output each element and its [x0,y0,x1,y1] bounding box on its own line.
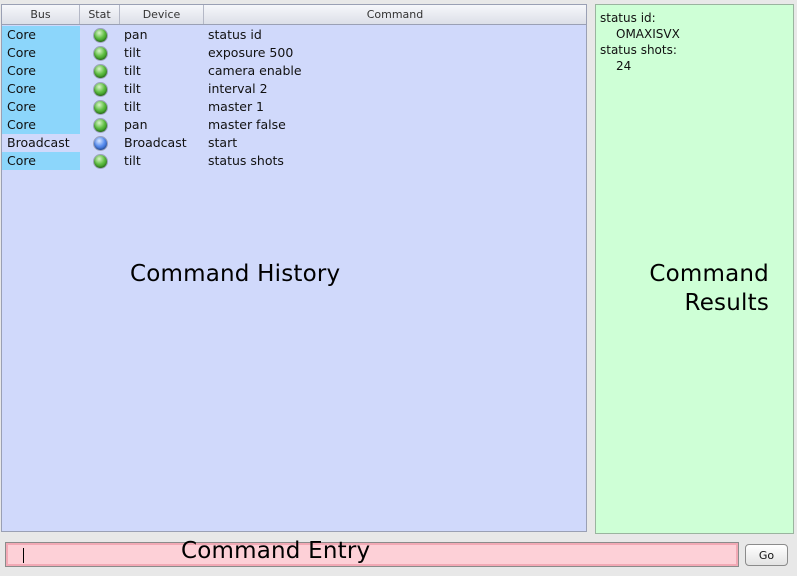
go-button[interactable]: Go [745,544,788,566]
cell-bus: Core [2,26,80,44]
cell-stat [80,98,120,116]
cell-command: camera enable [208,63,302,78]
cell-command: master 1 [208,99,265,114]
results-label-line2: Results [684,290,769,316]
cell-bus: Broadcast [7,135,70,150]
column-header-command[interactable]: Command [366,8,424,21]
cell-bus: Core [2,62,80,80]
table-row[interactable]: Core tilt status shots [2,152,586,170]
text-caret [23,548,24,563]
command-history-panel[interactable]: Bus Stat Device Command Core pan status id… [1,4,587,532]
history-table-header: Bus Stat Device Command [2,5,586,25]
cell-stat [80,116,120,134]
status-green-icon [93,28,107,42]
cell-device: tilt [124,81,141,96]
table-row[interactable]: Broadcast Broadcast start [2,134,586,152]
cell-command: status id [208,27,262,42]
result-line: 24 [616,59,632,73]
status-blue-icon [93,136,107,150]
cell-stat [80,80,120,98]
cell-device: pan [124,117,148,132]
status-green-icon [93,154,107,168]
cell-stat [80,134,120,152]
table-row[interactable]: Core tilt master 1 [2,98,586,116]
command-entry-label: Command Entry [181,538,371,564]
command-entry-input[interactable] [6,543,738,566]
cell-command: status shots [208,153,284,168]
results-text: status id: OMAXISVX status shots: 24 [600,10,793,74]
cell-device: tilt [124,153,141,168]
column-header-bus[interactable]: Bus [2,5,80,24]
command-entry-field[interactable] [5,542,739,567]
cell-bus: Core [2,152,80,170]
table-row[interactable]: Core pan master false [2,116,586,134]
result-line: OMAXISVX [616,27,680,41]
cell-command: interval 2 [208,81,268,96]
cell-stat [80,26,120,44]
table-row[interactable]: Core tilt camera enable [2,62,586,80]
status-green-icon [93,82,107,96]
cell-stat [80,62,120,80]
command-results-label: Command Results [649,260,769,318]
command-results-panel: status id: OMAXISVX status shots: 24 Comman… [595,4,794,534]
cell-command: master false [208,117,286,132]
result-line: status id: [600,11,656,25]
cell-device: tilt [124,99,141,114]
column-header-stat[interactable]: Stat [80,5,120,24]
cell-device: tilt [124,45,141,60]
cell-command: start [208,135,238,150]
status-green-icon [93,118,107,132]
results-label-line1: Command [649,261,769,287]
table-row[interactable]: Core pan status id [2,26,586,44]
cell-device: pan [124,27,148,42]
status-green-icon [93,64,107,78]
cell-bus: Core [2,80,80,98]
cell-stat [80,152,120,170]
cell-bus: Core [2,98,80,116]
cell-bus: Core [2,116,80,134]
column-header-device[interactable]: Device [120,5,204,24]
result-line: status shots: [600,43,677,57]
cell-bus: Core [2,44,80,62]
cell-device: Broadcast [124,135,187,150]
cell-device: tilt [124,63,141,78]
status-green-icon [93,46,107,60]
table-row[interactable]: Core tilt interval 2 [2,80,586,98]
cell-command: exposure 500 [208,45,294,60]
status-green-icon [93,100,107,114]
command-history-label: Command History [130,261,341,287]
cell-stat [80,44,120,62]
table-row[interactable]: Core tilt exposure 500 [2,44,586,62]
